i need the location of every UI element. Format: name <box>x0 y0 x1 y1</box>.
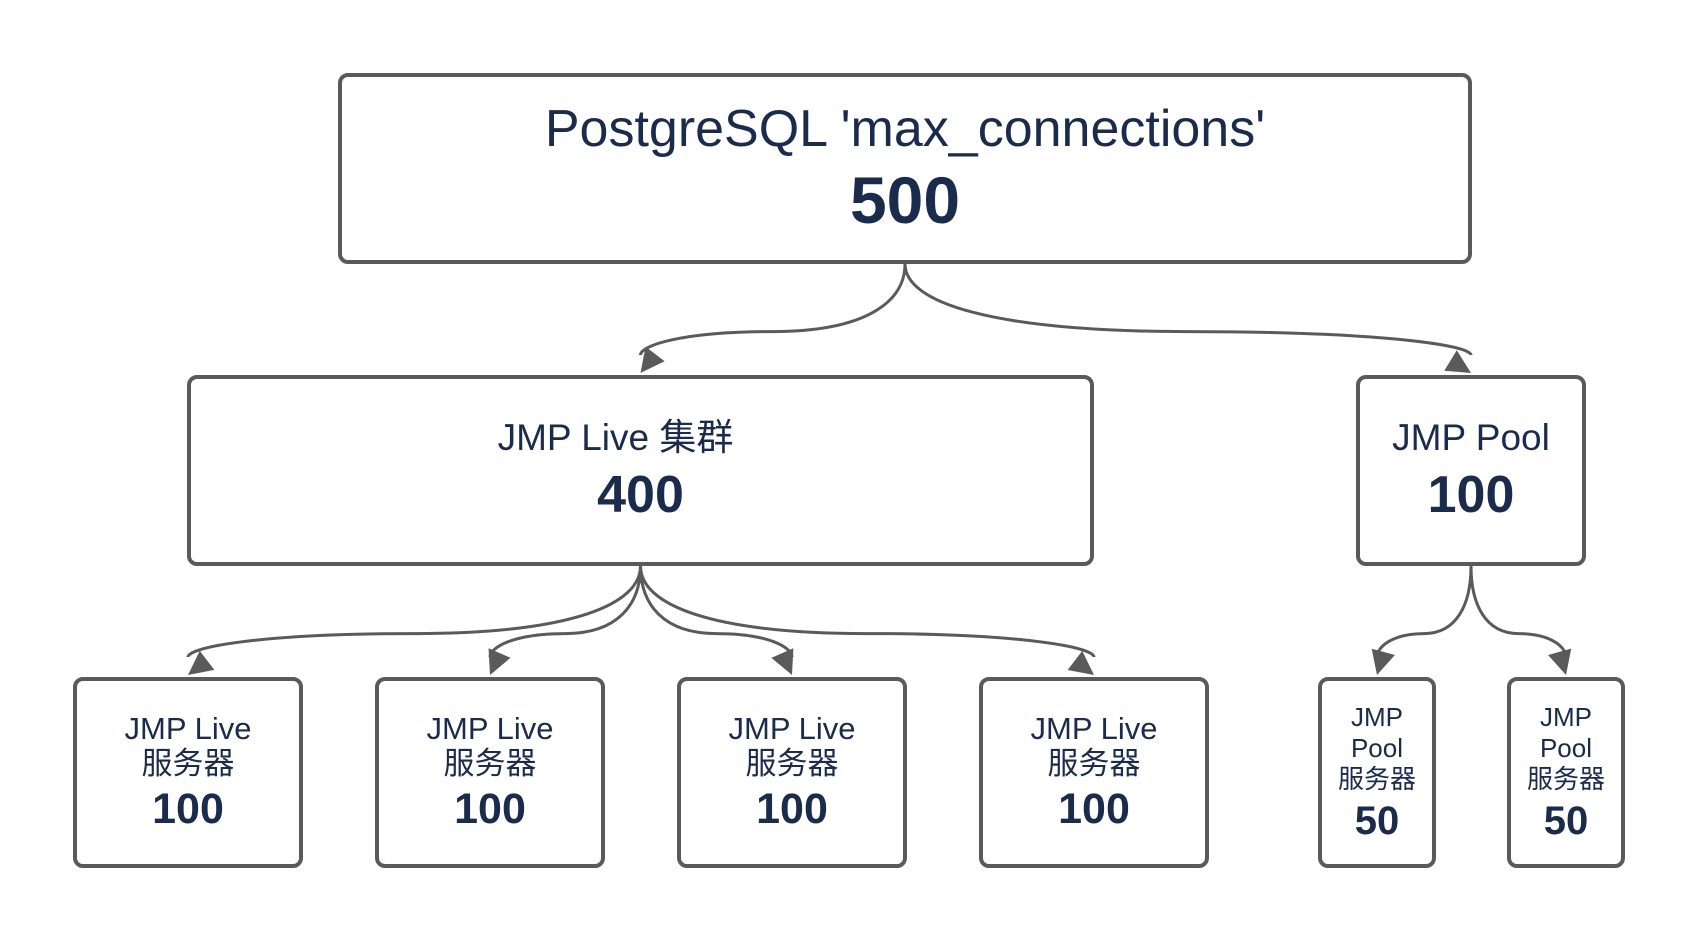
node-label: JMP Live 服务器 <box>1030 711 1158 781</box>
connector-arrow <box>639 263 907 356</box>
node-label: PostgreSQL 'max_connections' <box>544 100 1266 159</box>
connector-arrow <box>639 565 794 658</box>
node-value: 100 <box>454 784 526 833</box>
arrowhead-icon <box>188 650 215 675</box>
connector-arrow <box>1375 565 1473 658</box>
node-value: 100 <box>1058 784 1130 833</box>
node-value: 500 <box>849 163 961 238</box>
connector-arrow <box>488 565 642 658</box>
node-value: 100 <box>152 784 224 833</box>
arrowhead-icon <box>1067 650 1094 675</box>
jmp-pool-server-node: JMP Pool 服务器 50 <box>1318 677 1436 868</box>
node-label: JMP Live 集群 <box>497 417 734 459</box>
connector-arrow <box>1469 565 1568 658</box>
arrowhead-icon <box>1548 648 1572 675</box>
jmp-live-server-node: JMP Live 服务器 100 <box>73 677 303 868</box>
arrowhead-icon <box>640 346 665 373</box>
node-value: 50 <box>1354 799 1400 844</box>
node-value: 100 <box>756 784 828 833</box>
node-value: 50 <box>1543 799 1589 844</box>
jmp-live-cluster-node: JMP Live 集群 400 <box>187 375 1094 566</box>
postgres-max-connections-node: PostgreSQL 'max_connections' 500 <box>338 73 1472 264</box>
node-value: 400 <box>597 465 684 524</box>
node-label: JMP Live 服务器 <box>124 711 252 781</box>
node-label: JMP Live 服务器 <box>728 711 856 781</box>
node-label: JMP Pool 服务器 <box>1526 701 1605 795</box>
node-label: JMP Live 服务器 <box>426 711 554 781</box>
node-label: JMP Pool 服务器 <box>1337 701 1416 795</box>
connector-arrow <box>903 263 1473 356</box>
jmp-live-server-node: JMP Live 服务器 100 <box>375 677 605 868</box>
arrowhead-icon <box>1371 648 1395 675</box>
arrowhead-icon <box>771 648 794 675</box>
arrowhead-icon <box>488 648 511 675</box>
connector-arrow <box>639 565 1096 658</box>
jmp-live-server-node: JMP Live 服务器 100 <box>979 677 1209 868</box>
jmp-pool-server-node: JMP Pool 服务器 50 <box>1507 677 1625 868</box>
node-value: 100 <box>1427 465 1515 524</box>
node-label: JMP Pool <box>1392 417 1550 459</box>
jmp-pool-node: JMP Pool 100 <box>1356 375 1586 566</box>
jmp-live-server-node: JMP Live 服务器 100 <box>677 677 907 868</box>
arrowhead-icon <box>1444 350 1471 373</box>
connector-arrow <box>186 565 642 658</box>
